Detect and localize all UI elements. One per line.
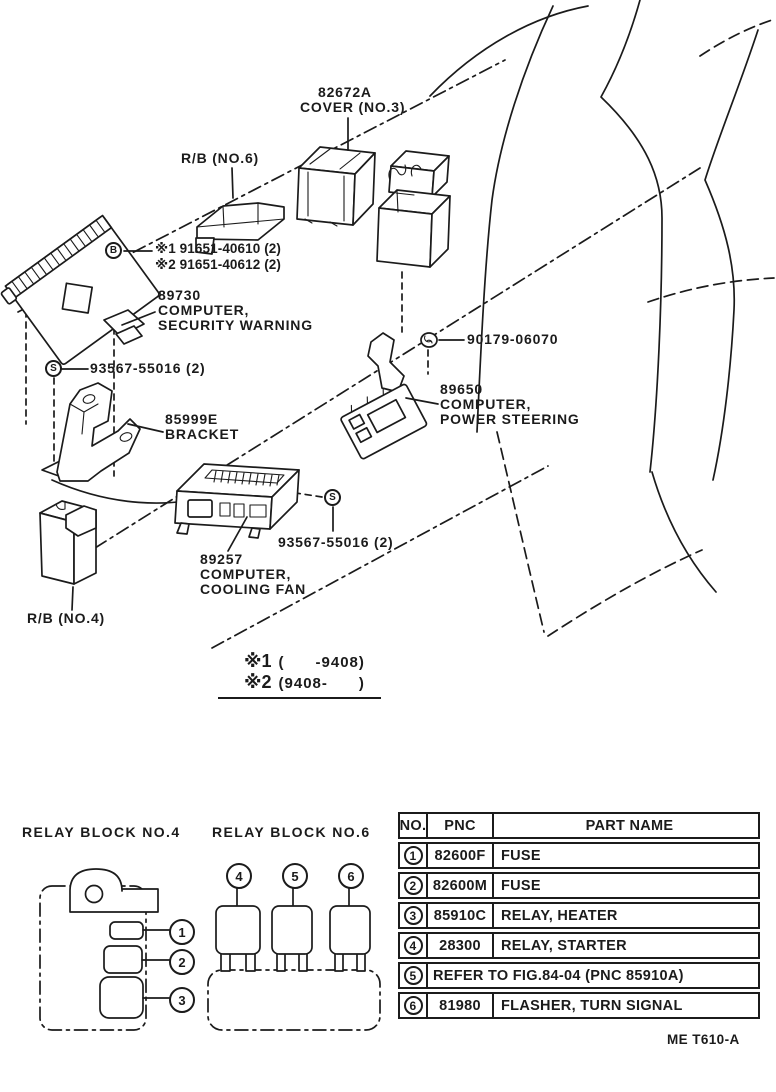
row-no-circle: 3 — [403, 906, 423, 925]
row-no-circle: 4 — [403, 936, 423, 955]
production-note: ※1 ( -9408) ※2 (9408- ) — [244, 651, 365, 693]
label-ps-name2: POWER STEERING — [440, 411, 580, 427]
note-range-1: ( -9408) — [278, 654, 365, 671]
label-screw-lower: 93567-55016 (2) — [278, 534, 394, 550]
callout-2: 2 — [169, 949, 195, 975]
relay-block4-title: RELAY BLOCK NO.4 — [22, 824, 181, 840]
label-rb-no6: R/B (NO.6) — [181, 150, 259, 166]
label-cover-name: COVER (NO.3) — [300, 99, 406, 115]
callout-6: 6 — [338, 863, 364, 889]
label-rb-no4: R/B (NO.4) — [27, 610, 105, 626]
label-cf-pnc: 89257 — [200, 551, 243, 567]
relay-upper-box-drawing — [388, 150, 450, 198]
row-name: FLASHER, TURN SIGNAL — [492, 992, 760, 1019]
label-security-pnc: 89730 — [158, 287, 201, 303]
rb-no6-drawing — [195, 202, 285, 255]
figure-code: ME T610-A — [667, 1032, 740, 1047]
header-pnc: PNC — [426, 812, 494, 839]
computer-security-drawing — [0, 214, 160, 366]
label-security-name1: COMPUTER, — [158, 302, 250, 318]
label-screw-variant-1: ※1 91651-40610 (2) — [155, 241, 282, 256]
screw-s-marker-lower: S — [324, 489, 341, 506]
bolt-b-marker: B — [105, 242, 122, 259]
table-row: 6 81980 FLASHER, TURN SIGNAL — [398, 992, 760, 1019]
rb-no4-drawing — [39, 500, 97, 585]
relay-block4-schematic — [39, 868, 170, 1031]
row-no-circle: 5 — [403, 966, 423, 985]
row-pnc: 85910C — [426, 902, 494, 929]
row-name: FUSE — [492, 842, 760, 869]
row-pnc: 28300 — [426, 932, 494, 959]
relay-block6-title: RELAY BLOCK NO.6 — [212, 824, 371, 840]
table-row: 2 82600M FUSE — [398, 872, 760, 899]
table-row: 3 85910C RELAY, HEATER — [398, 902, 760, 929]
label-cf-name1: COMPUTER, — [200, 566, 292, 582]
table-header-row: NO. PNC PART NAME — [398, 812, 760, 839]
note-range-2: (9408- ) — [278, 675, 365, 692]
label-security-name2: SECURITY WARNING — [158, 317, 313, 333]
callout-5: 5 — [282, 863, 308, 889]
cover-no3-drawing — [296, 146, 376, 227]
row-name-spanned: REFER TO FIG.84-04 (PNC 85910A) — [426, 962, 760, 989]
row-no-circle: 1 — [403, 846, 423, 865]
row-no-circle: 6 — [403, 996, 423, 1015]
row-pnc: 82600F — [426, 842, 494, 869]
label-ps-name1: COMPUTER, — [440, 396, 532, 412]
row-name: FUSE — [492, 872, 760, 899]
relay-block6-schematic — [207, 885, 381, 1031]
note-mark-2: ※2 — [244, 672, 272, 692]
label-ps-pnc: 89650 — [440, 381, 483, 397]
row-no-circle: 2 — [403, 876, 423, 895]
row-pnc: 82600M — [426, 872, 494, 899]
header-part-name: PART NAME — [492, 812, 760, 839]
label-screw-upper: 93567-55016 (2) — [90, 360, 206, 376]
row-name: RELAY, STARTER — [492, 932, 760, 959]
computer-cooling-fan-drawing — [174, 463, 300, 539]
label-screw-variant-2: ※2 91651-40612 (2) — [155, 257, 282, 272]
callout-3: 3 — [169, 987, 195, 1013]
label-bracket-name: BRACKET — [165, 426, 240, 442]
note-underline — [218, 697, 381, 699]
nut-drawing — [420, 332, 438, 348]
header-no: NO. — [398, 812, 428, 839]
label-bracket-pnc: 85999E — [165, 411, 219, 427]
screw-s-marker-upper: S — [45, 360, 62, 377]
label-cf-name2: COOLING FAN — [200, 581, 307, 597]
label-nut: 90179-06070 — [467, 331, 559, 347]
row-pnc: 81980 — [426, 992, 494, 1019]
callout-1: 1 — [169, 919, 195, 945]
parts-table: NO. PNC PART NAME 1 82600F FUSE 2 82600M… — [398, 812, 760, 1022]
table-row: 1 82600F FUSE — [398, 842, 760, 869]
relay-main-box-drawing — [376, 189, 451, 268]
callout-4: 4 — [226, 863, 252, 889]
table-row: 4 28300 RELAY, STARTER — [398, 932, 760, 959]
table-row: 5 REFER TO FIG.84-04 (PNC 85910A) — [398, 962, 760, 989]
leader-lines — [61, 117, 465, 611]
label-cover-pnc: 82672A — [318, 84, 372, 100]
computer-power-steering-drawing — [340, 332, 428, 460]
row-name: RELAY, HEATER — [492, 902, 760, 929]
bracket-drawing — [41, 382, 141, 482]
note-mark-1: ※1 — [244, 651, 272, 671]
